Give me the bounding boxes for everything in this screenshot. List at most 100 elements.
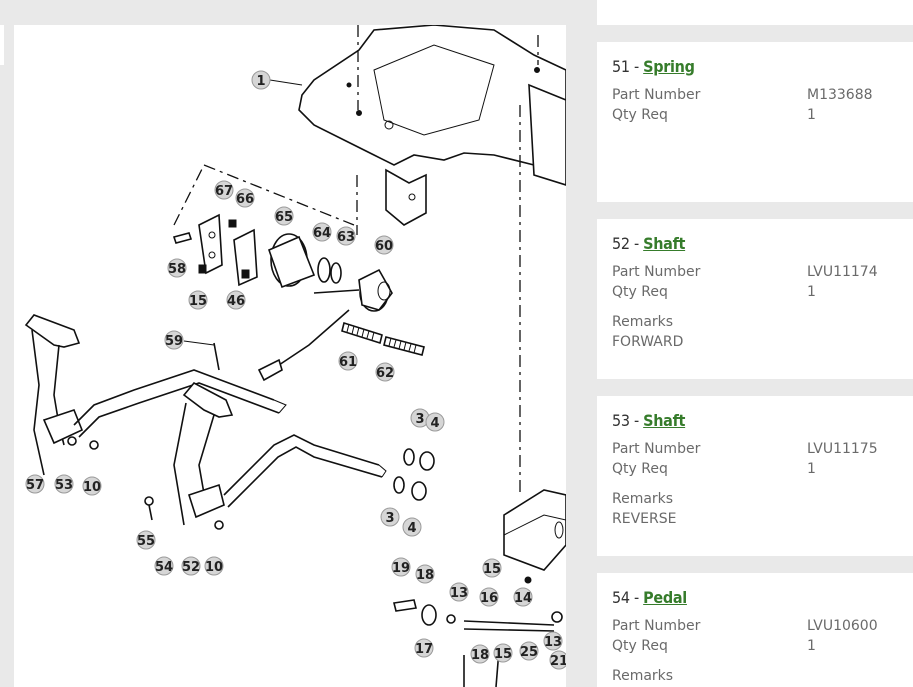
svg-text:19: 19: [392, 561, 410, 576]
qty-req-label: Qty Req: [612, 638, 668, 654]
qty-req-label: Qty Req: [612, 284, 668, 300]
callout-4-lower[interactable]: 4: [402, 517, 422, 537]
callout-13-upper[interactable]: 13: [449, 582, 469, 602]
part-card-54: 54 - Pedal Part Number LVU10600 Qty Req …: [597, 573, 913, 687]
svg-text:3: 3: [385, 511, 394, 526]
svg-text:62: 62: [376, 366, 394, 381]
parts-list: 51 - Spring Part Number M133688 Qty Req …: [597, 0, 913, 687]
callout-15[interactable]: 15: [188, 290, 208, 310]
part-card-title: 54 - Pedal: [612, 588, 687, 607]
svg-text:3: 3: [415, 412, 424, 427]
part-index: 52: [612, 234, 630, 253]
qty-req-value: 1: [807, 284, 816, 300]
rod-assembly: [393, 599, 563, 687]
callout-25[interactable]: 25: [519, 641, 539, 661]
svg-text:61: 61: [339, 355, 357, 370]
part-name-link[interactable]: Shaft: [643, 234, 686, 253]
part-name-link[interactable]: Spring: [643, 57, 695, 76]
callout-16[interactable]: 16: [479, 587, 499, 607]
callout-65[interactable]: 65: [274, 206, 294, 226]
callout-61[interactable]: 61: [338, 351, 358, 371]
callout-1[interactable]: 1: [251, 70, 303, 90]
svg-text:64: 64: [313, 226, 331, 241]
svg-text:18: 18: [416, 568, 434, 583]
callout-13-lower[interactable]: 13: [543, 631, 563, 651]
svg-text:10: 10: [205, 560, 223, 575]
callout-21[interactable]: 21: [549, 650, 566, 670]
part-title-separator: -: [629, 57, 644, 76]
callout-55[interactable]: 55: [136, 530, 156, 550]
callout-10-right[interactable]: 10: [204, 556, 224, 576]
part-number-label: Part Number: [612, 618, 701, 634]
part-card-53: 53 - Shaft Part Number LVU11175 Qty Req …: [597, 396, 913, 556]
callout-60[interactable]: 60: [374, 235, 394, 255]
callout-19[interactable]: 19: [391, 557, 411, 577]
callout-18-upper[interactable]: 18: [415, 564, 435, 584]
callout-15-lower[interactable]: 15: [493, 643, 513, 663]
right-pedal: [144, 381, 387, 530]
part-name-link[interactable]: Pedal: [643, 588, 687, 607]
svg-text:25: 25: [520, 645, 538, 660]
part-index: 54: [612, 588, 630, 607]
callout-54[interactable]: 54: [154, 556, 174, 576]
svg-text:53: 53: [55, 478, 73, 493]
callout-52[interactable]: 52: [181, 556, 201, 576]
part-card-previous: [597, 0, 913, 25]
part-card-title: 51 - Spring: [612, 57, 695, 76]
svg-text:15: 15: [494, 647, 512, 662]
springs: [341, 321, 425, 356]
callout-4-upper[interactable]: 4: [425, 412, 445, 432]
svg-text:10: 10: [83, 480, 101, 495]
svg-text:60: 60: [375, 239, 393, 254]
part-card-52: 52 - Shaft Part Number LVU11174 Qty Req …: [597, 219, 913, 379]
part-name-link[interactable]: Shaft: [643, 411, 686, 430]
remarks-value: FORWARD: [612, 334, 684, 350]
svg-text:63: 63: [337, 230, 355, 245]
svg-text:4: 4: [407, 521, 416, 536]
svg-text:4: 4: [430, 416, 439, 431]
callout-15-right[interactable]: 15: [482, 558, 502, 578]
callout-18-lower[interactable]: 18: [470, 644, 490, 664]
part-index: 53: [612, 411, 630, 430]
part-title-separator: -: [629, 234, 644, 253]
frame-plate: [298, 25, 566, 226]
callout-63[interactable]: 63: [336, 226, 356, 246]
callout-labels: 1 67 66 65 64 63 60 58 15 46 59 61 62 3 …: [25, 70, 566, 670]
callout-14[interactable]: 14: [513, 587, 533, 607]
svg-text:15: 15: [483, 562, 501, 577]
callout-10-left[interactable]: 10: [82, 476, 102, 496]
washers: [393, 448, 435, 501]
lower-bracket: [503, 489, 566, 584]
part-number-label: Part Number: [612, 264, 701, 280]
part-number-label: Part Number: [612, 441, 701, 457]
svg-text:15: 15: [189, 294, 207, 309]
svg-text:67: 67: [215, 184, 233, 199]
qty-req-label: Qty Req: [612, 107, 668, 123]
svg-text:13: 13: [544, 635, 562, 650]
callout-62[interactable]: 62: [375, 362, 395, 382]
callout-64[interactable]: 64: [312, 222, 332, 242]
part-card-title: 52 - Shaft: [612, 234, 685, 253]
callout-53[interactable]: 53: [54, 474, 74, 494]
parts-diagram-panel: 1 67 66 65 64 63 60 58 15 46 59 61 62 3 …: [14, 25, 566, 687]
callout-58[interactable]: 58: [167, 258, 187, 278]
part-title-separator: -: [629, 411, 644, 430]
callout-17[interactable]: 17: [414, 638, 434, 658]
parts-exploded-diagram: 1 67 66 65 64 63 60 58 15 46 59 61 62 3 …: [24, 25, 566, 687]
part-number-value: LVU11174: [807, 264, 878, 280]
pedal-bracket-assembly: [172, 213, 393, 312]
part-index: 51: [612, 57, 630, 76]
part-number-value: M133688: [807, 87, 873, 103]
qty-req-value: 1: [807, 461, 816, 477]
svg-text:52: 52: [182, 560, 200, 575]
svg-text:55: 55: [137, 534, 155, 549]
callout-59[interactable]: 59: [164, 330, 215, 350]
remarks-label: Remarks: [612, 314, 674, 330]
callout-67[interactable]: 67: [214, 180, 234, 200]
svg-text:66: 66: [236, 192, 254, 207]
callout-46[interactable]: 46: [226, 290, 246, 310]
svg-text:13: 13: [450, 586, 468, 601]
callout-57[interactable]: 57: [25, 474, 45, 494]
callout-3-lower[interactable]: 3: [380, 507, 400, 527]
callout-66[interactable]: 66: [235, 188, 255, 208]
